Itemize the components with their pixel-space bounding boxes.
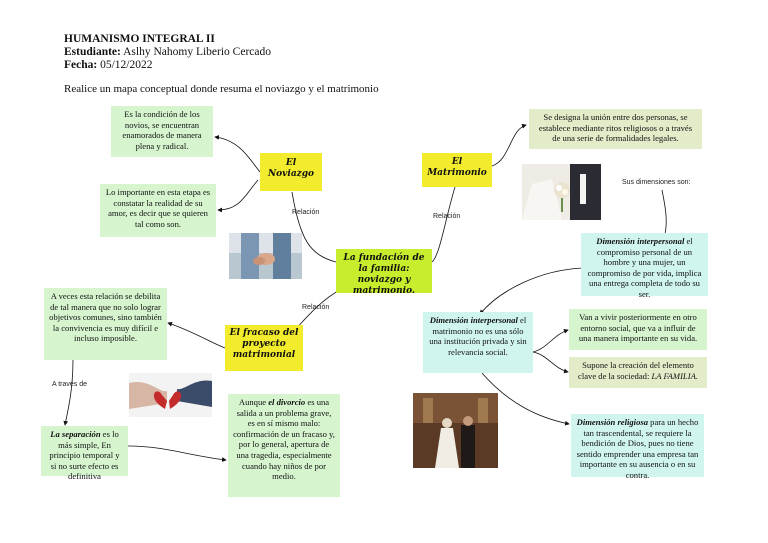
line-noviazgo-def2 (218, 180, 258, 210)
matrimonio-title: El Matrimonio (422, 153, 492, 187)
divorcio-box: Aunque el divorcio es una salida a un pr… (228, 394, 340, 497)
fracaso-veces-box: A veces esta relación se debilita de tal… (44, 288, 167, 360)
line-dims-interpersonal (662, 190, 666, 234)
fracaso-title: El fracaso del proyecto matrimonial (225, 325, 303, 371)
traves-label: A través de (52, 381, 87, 388)
student-label: Estudiante: (64, 46, 121, 58)
relation-label-1: Relación (292, 209, 319, 216)
dimension-interpersonal-2-title: Dimensión interpersonal (430, 315, 518, 325)
noviazgo-title: El Noviazgo (260, 153, 322, 191)
separacion-title: La separación (50, 429, 100, 439)
dimension-interpersonal-2-box: Dimensión interpersonal el matrimonio no… (423, 312, 533, 373)
separacion-box: La separación es lo más simple, En princ… (41, 426, 128, 476)
vivir-entorno-box: Van a vivir posteriormente en otro entor… (569, 309, 707, 350)
broken-heart-photo (129, 373, 212, 417)
familia-em: LA FAMILIA. (652, 371, 698, 381)
line-interp-interp2 (480, 268, 583, 314)
student-line: Estudiante: Aslhy Nahomy Liberio Cercado (64, 46, 271, 59)
line-veces-separacion (65, 360, 73, 425)
relation-label-2: Relación (433, 213, 460, 220)
noviazgo-definition-1: Es la condición de los novios, se encuen… (111, 106, 213, 157)
date-value: 05/12/2022 (100, 59, 152, 71)
dimension-interpersonal-title: Dimensión interpersonal (596, 236, 684, 246)
course-title: HUMANISMO INTEGRAL II (64, 33, 215, 46)
dimensions-label: Sus dimensiones son: (622, 179, 690, 186)
line-matrimonio-center (432, 187, 455, 262)
instruction-text: Realice un mapa conceptual donde resuma … (64, 83, 379, 95)
line-matrimonio-def (492, 125, 526, 166)
line-fracaso-veces (168, 323, 225, 348)
matrimonio-definition: Se designa la unión entre dos personas, … (529, 109, 702, 149)
date-label: Fecha: (64, 59, 97, 71)
wedding-couple-photo (522, 164, 601, 220)
noviazgo-definition-2: Lo importante en esta etapa es constatar… (100, 184, 216, 237)
divorcio-post: es una salida a un problema grave, es en… (233, 397, 335, 481)
line-interp2-familia (533, 352, 568, 372)
dimension-interpersonal-box: Dimensión interpersonal el compromiso pe… (581, 233, 708, 296)
divorcio-em: el divorcio (268, 397, 305, 407)
center-concept: La fundación de la familia: noviazgo y m… (336, 249, 432, 293)
dimension-religiosa-box: Dimensión religiosa para un hecho tan tr… (571, 414, 704, 477)
line-separacion-divorcio (128, 446, 226, 460)
holding-hands-photo (229, 233, 302, 279)
divorcio-pre: Aunque (239, 397, 268, 407)
date-line: Fecha: 05/12/2022 (64, 59, 152, 72)
student-name: Aslhy Nahomy Liberio Cercado (123, 46, 271, 58)
church-wedding-photo (413, 393, 498, 468)
familia-box: Supone la creación del elemento clave de… (569, 357, 707, 388)
relation-label-3: Relación (302, 304, 329, 311)
line-interp2-vivir (533, 330, 568, 352)
dimension-religiosa-title: Dimensión religiosa (577, 417, 648, 427)
line-noviazgo-def1 (215, 137, 260, 172)
